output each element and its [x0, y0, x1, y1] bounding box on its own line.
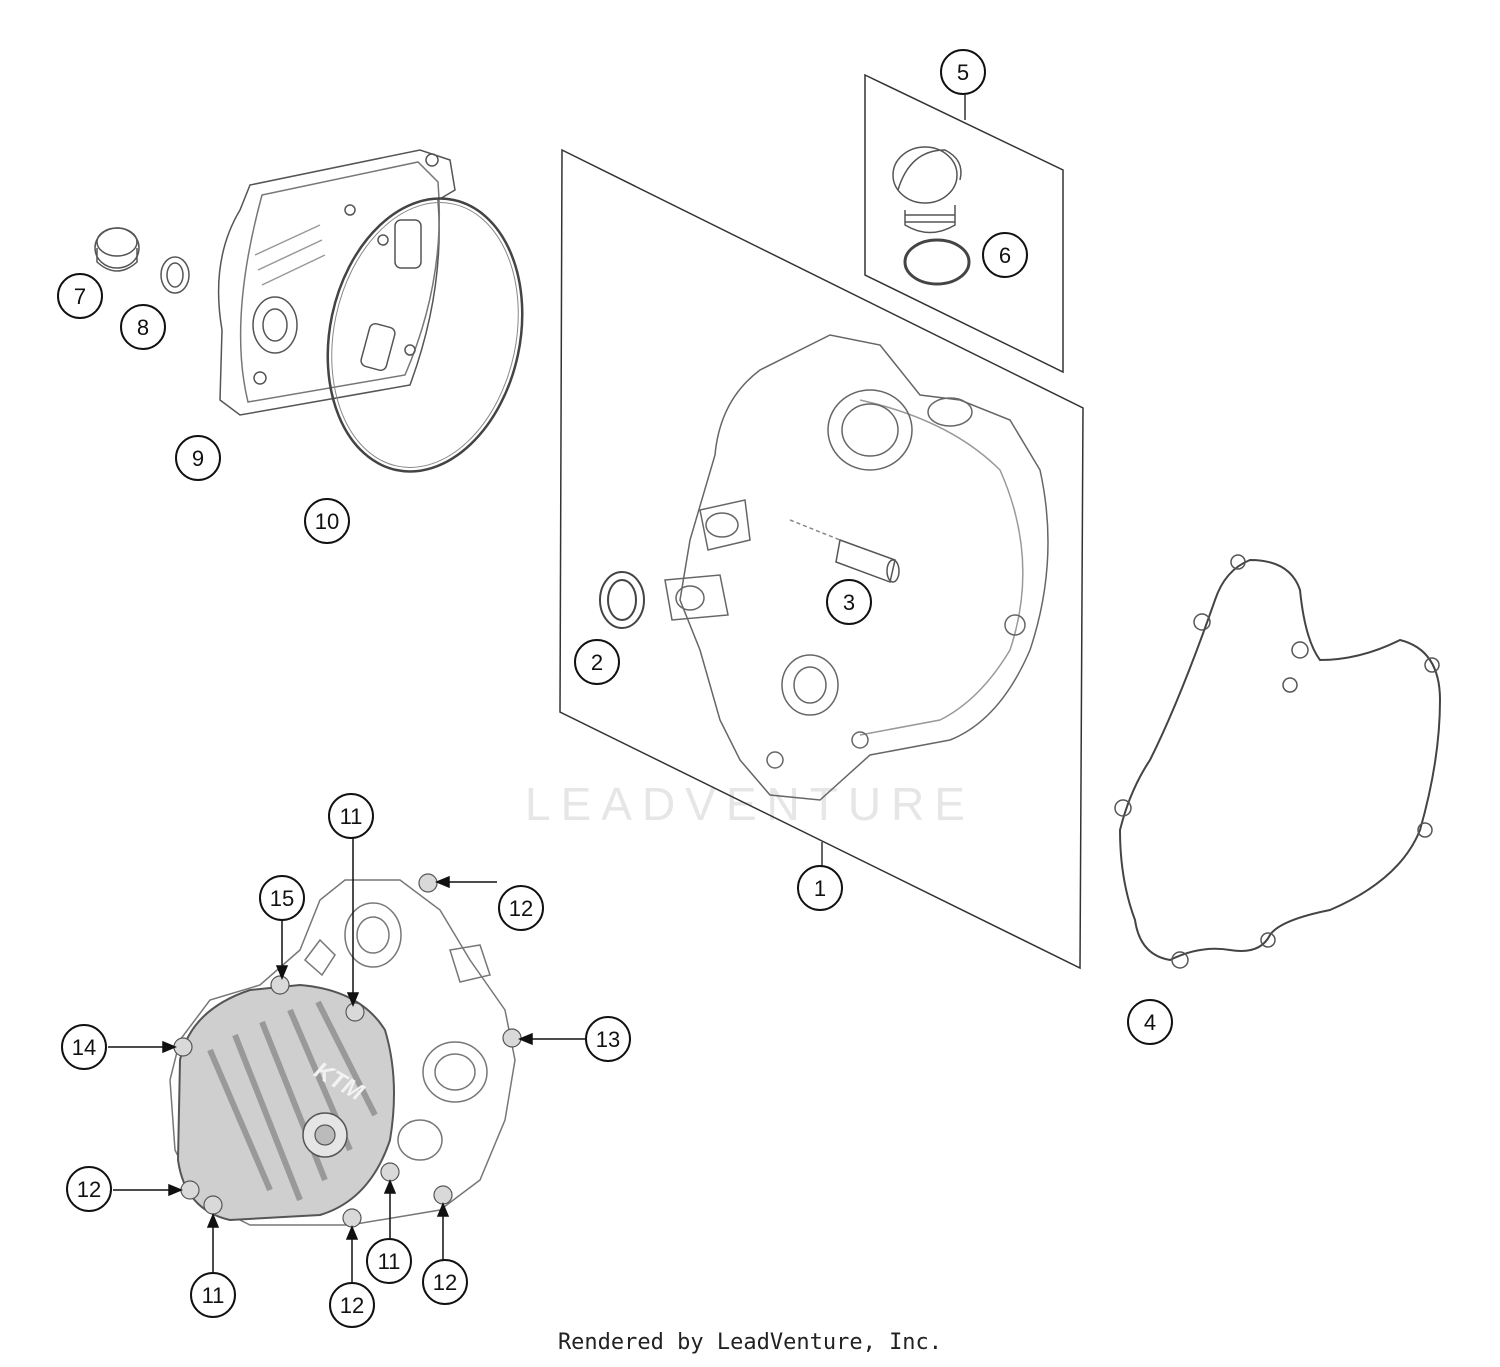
callout-12-bottom-right: 12 — [422, 1259, 468, 1305]
svg-text:12: 12 — [509, 896, 533, 921]
svg-text:2: 2 — [591, 650, 603, 675]
callout-12-left: 12 — [66, 1166, 112, 1212]
washer-part — [160, 256, 190, 294]
svg-text:12: 12 — [77, 1177, 101, 1202]
callout-4: 4 — [1127, 999, 1173, 1045]
svg-text:12: 12 — [340, 1293, 364, 1318]
callout-1: 1 — [797, 865, 843, 911]
svg-text:11: 11 — [378, 1249, 401, 1274]
callout-13: 13 — [585, 1016, 631, 1062]
svg-text:10: 10 — [315, 509, 339, 534]
gasket-part — [1118, 558, 1442, 962]
callout-14: 14 — [61, 1024, 107, 1070]
oil-plug-o-ring-part — [903, 238, 971, 286]
svg-text:3: 3 — [843, 590, 855, 615]
callout-2: 2 — [574, 639, 620, 685]
bolt-heads — [173, 873, 522, 1228]
callout-6: 6 — [982, 232, 1028, 278]
svg-text:14: 14 — [72, 1035, 96, 1060]
callout-5: 5 — [940, 49, 986, 95]
svg-text:9: 9 — [192, 446, 204, 471]
callout-8: 8 — [120, 304, 166, 350]
svg-text:4: 4 — [1144, 1010, 1156, 1035]
kit-frame-oil-plug — [864, 73, 1064, 374]
gasket-holes — [1114, 554, 1440, 969]
kit-frame-cover — [559, 148, 1084, 970]
svg-text:11: 11 — [340, 804, 363, 829]
callout-11-top: 11 — [328, 793, 374, 839]
footer-credit: Rendered by LeadVenture, Inc. — [557, 1330, 943, 1355]
leader-lines — [108, 836, 585, 1285]
svg-text:6: 6 — [999, 243, 1011, 268]
callout-15: 15 — [259, 875, 305, 921]
callouts: 1 2 3 4 5 6 7 8 9 10 11 15 12 14 13 12 1… — [57, 49, 1173, 1328]
clutch-cover-part — [664, 334, 1049, 801]
svg-text:15: 15 — [270, 886, 294, 911]
plug-part — [94, 227, 140, 272]
callout-3: 3 — [826, 579, 872, 625]
callout-12-bottom: 12 — [329, 1282, 375, 1328]
ignition-cover-plate: KTM — [176, 983, 395, 1222]
callout-11-bottom-left: 11 — [190, 1272, 236, 1318]
svg-text:7: 7 — [74, 284, 86, 309]
svg-text:8: 8 — [137, 315, 149, 340]
callout-10: 10 — [304, 498, 350, 544]
callout-12-top: 12 — [498, 885, 544, 931]
dowel-pin-part — [789, 519, 900, 584]
svg-text:1: 1 — [814, 876, 826, 901]
oil-plug-part — [892, 146, 962, 234]
callout-11-bottom-right: 11 — [366, 1238, 412, 1284]
svg-text:13: 13 — [596, 1027, 620, 1052]
svg-text:11: 11 — [202, 1283, 225, 1308]
watermark: LEADVENTURE — [525, 778, 975, 830]
outer-cover-part — [217, 149, 456, 416]
o-ring-part — [326, 197, 524, 473]
callout-9: 9 — [175, 435, 221, 481]
svg-text:12: 12 — [433, 1270, 457, 1295]
svg-text:5: 5 — [957, 60, 969, 85]
callout-7: 7 — [57, 273, 103, 319]
shaft-seal-part — [599, 571, 645, 629]
